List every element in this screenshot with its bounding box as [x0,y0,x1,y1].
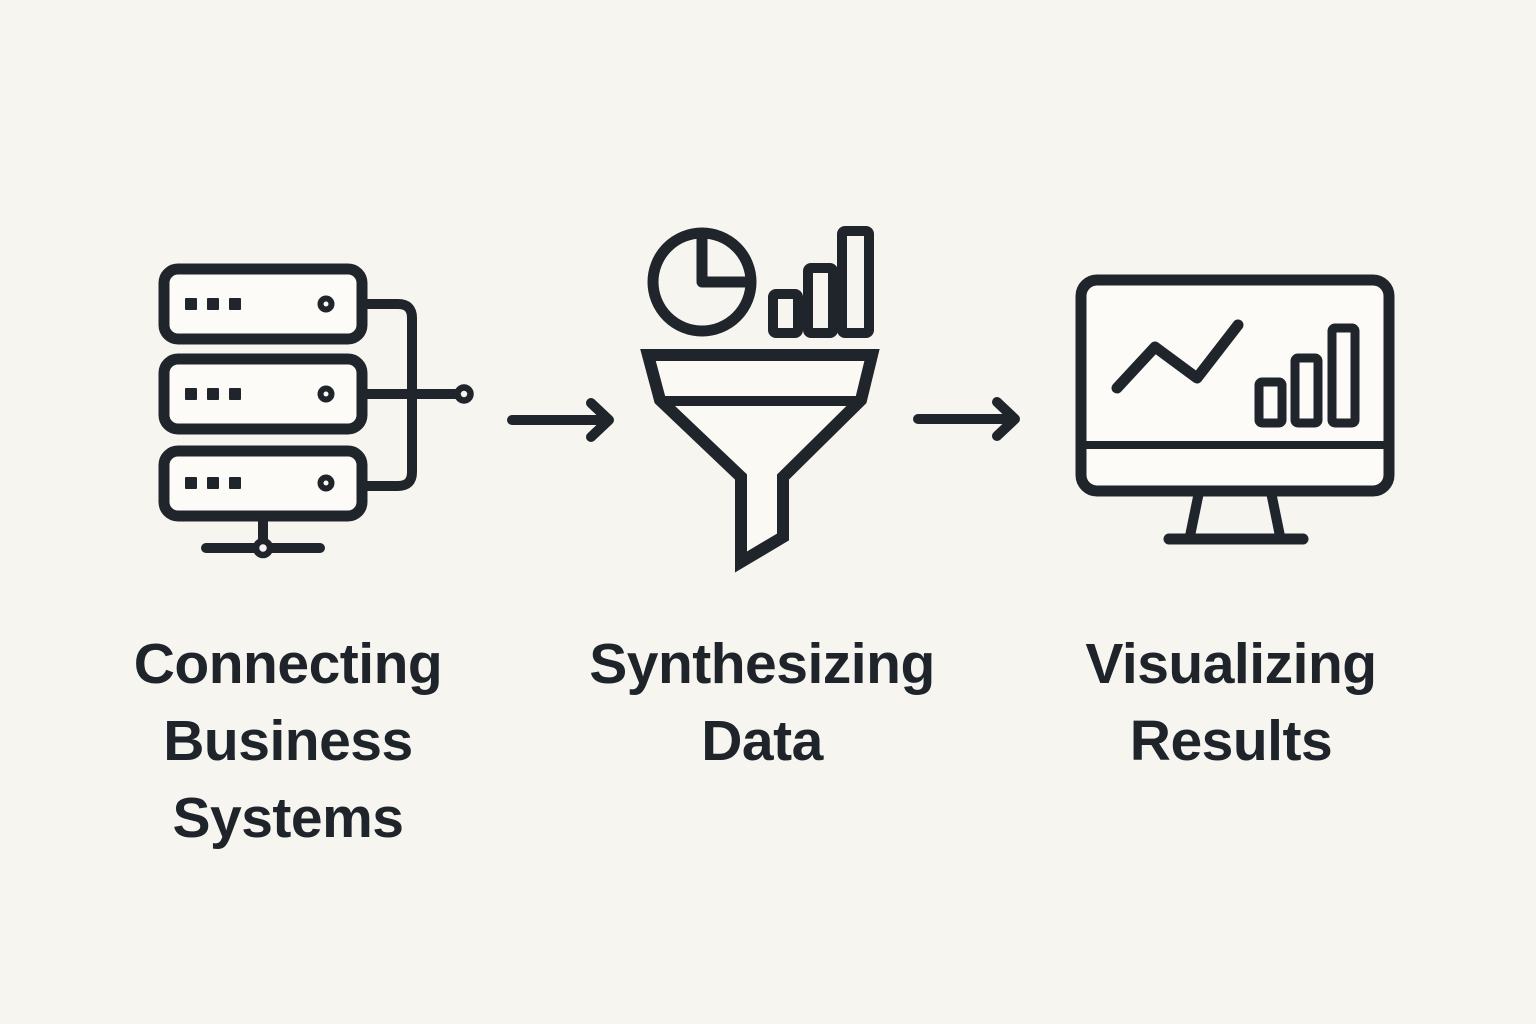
line-chart-icon [1111,319,1244,394]
funnel-icon [640,349,880,573]
bar-chart-icon [768,226,874,338]
server-unit-3 [158,445,368,522]
arrow-right-icon [507,398,614,442]
monitor-icon [1075,274,1395,545]
server-stack-icon [158,263,474,559]
network-node-icon [252,537,274,559]
pie-chart-icon [647,227,757,337]
step-label-visualizing-results: Visualizing Results [1085,632,1377,773]
output-node-icon [454,384,474,404]
server-unit-2 [158,353,368,435]
step-label-connecting-business-systems: Connecting Business Systems [133,632,443,850]
step-label-synthesizing-data: Synthesizing Data [589,632,935,773]
monitor-charts-icon [1075,274,1395,545]
funnel-analytics-icon [640,226,880,573]
server-unit-1 [158,263,368,345]
bar-chart-icon [1254,323,1360,428]
arrow-right-icon [913,397,1020,441]
